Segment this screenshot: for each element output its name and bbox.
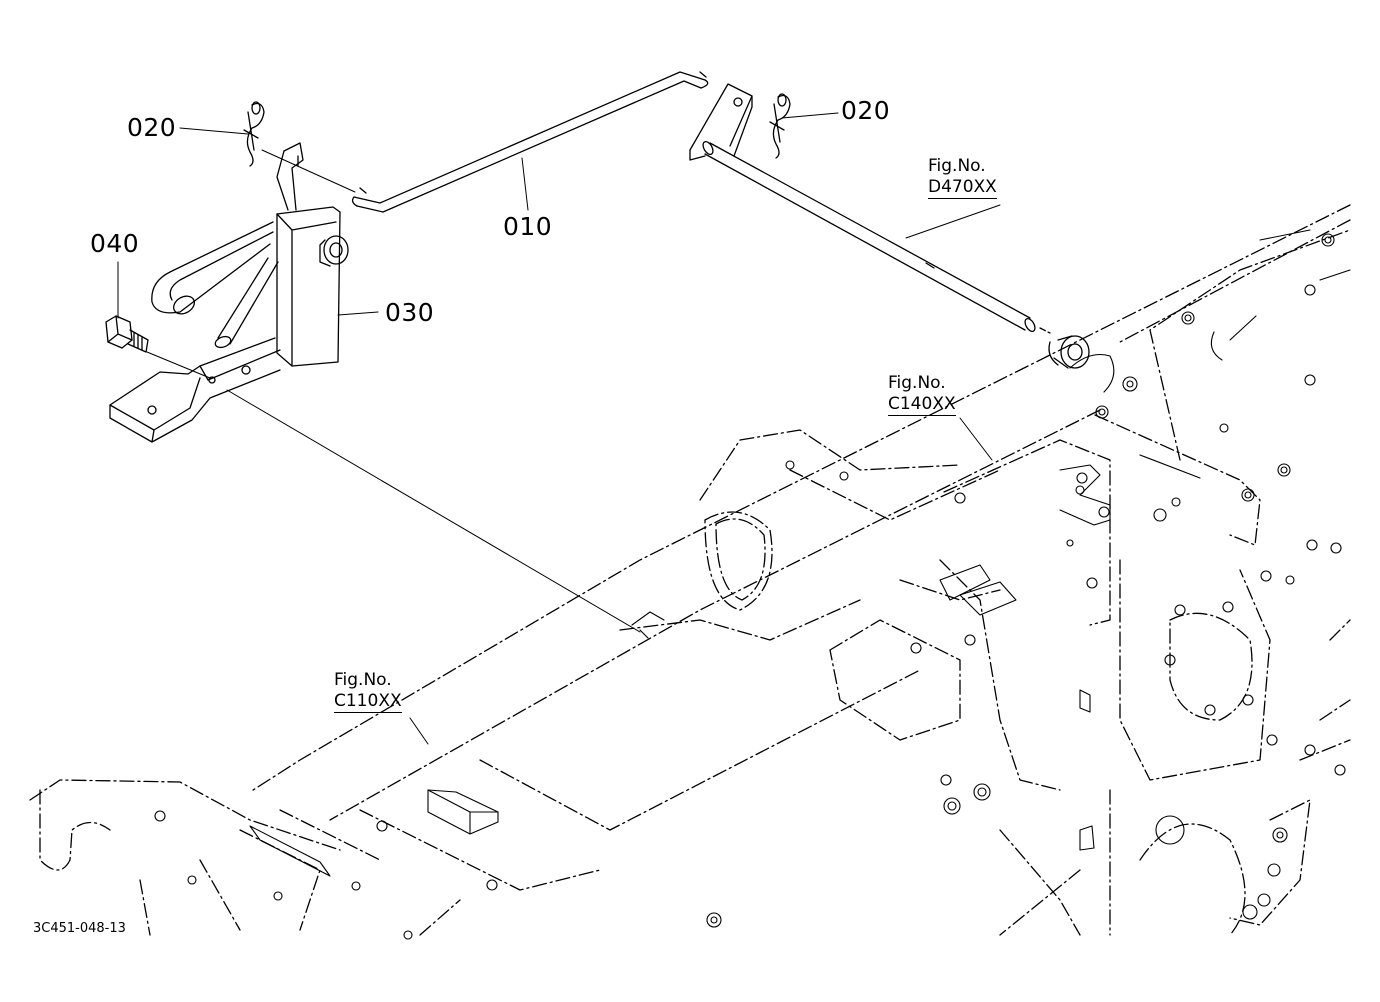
callout-020-right: 020 xyxy=(841,96,891,125)
fig-ref-d470-line1: Fig.No. xyxy=(928,156,986,176)
chassis-outline xyxy=(29,204,1351,936)
fig-ref-d470: Fig.No. D470XX xyxy=(928,156,997,199)
fig-ref-c140-line1: Fig.No. xyxy=(888,373,946,393)
callout-010: 010 xyxy=(503,212,553,241)
drawing-code: 3C451-048-13 xyxy=(33,921,126,936)
callout-020-left: 020 xyxy=(127,113,177,142)
r-pin-left xyxy=(243,101,265,167)
callout-040: 040 xyxy=(90,229,140,258)
r-pin-right xyxy=(769,93,791,159)
fig-ref-c110-line1: Fig.No. xyxy=(334,670,392,690)
fig-ref-c110-code: C110XX xyxy=(334,691,402,713)
bolt-040 xyxy=(105,315,149,353)
chassis-features xyxy=(154,229,1351,940)
bracket-030 xyxy=(109,142,349,443)
fig-ref-d470-code: D470XX xyxy=(928,177,997,199)
callout-030: 030 xyxy=(385,298,435,327)
leader-lines xyxy=(117,112,1001,745)
shaft-d470 xyxy=(702,140,1090,369)
rod-010 xyxy=(351,71,709,213)
bracket-upper xyxy=(689,83,753,161)
fig-ref-c140: Fig.No. C140XX xyxy=(888,373,956,416)
fig-ref-c140-code: C140XX xyxy=(888,394,956,416)
fig-ref-c110: Fig.No. C110XX xyxy=(334,670,402,713)
